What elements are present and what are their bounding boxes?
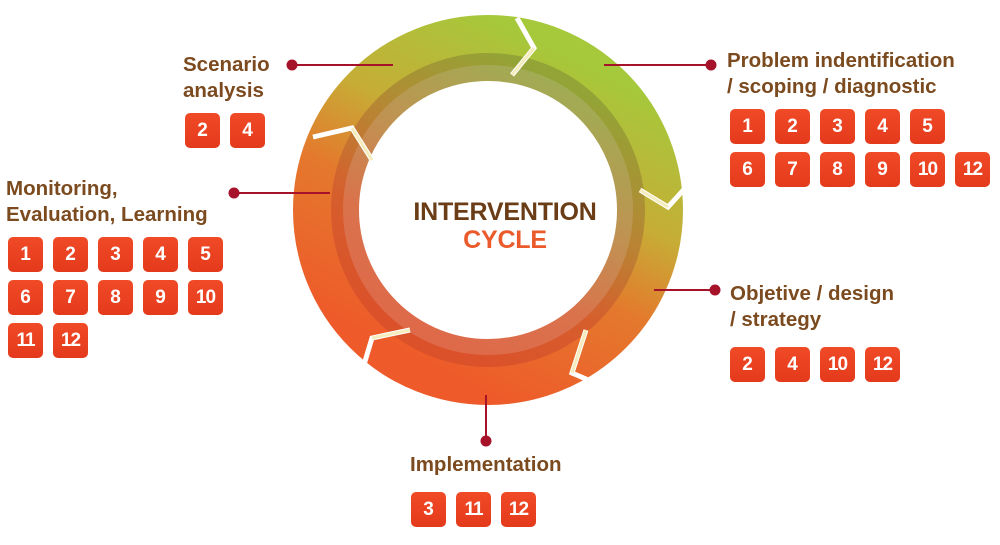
cycle-title: INTERVENTION CYCLE — [360, 198, 650, 254]
stage-scenario-label: Scenario analysis — [183, 52, 270, 104]
badge: 6 — [730, 151, 765, 187]
badge: 5 — [188, 236, 223, 272]
badge: 2 — [185, 112, 220, 148]
connector-dot-monitoring — [228, 187, 240, 199]
badge: 7 — [775, 151, 810, 187]
badge: 12 — [865, 346, 900, 382]
stage-objective-label: Objetive / design / strategy — [730, 281, 894, 333]
badge: 7 — [53, 279, 88, 315]
stage-label-line: analysis — [183, 78, 264, 102]
stage-label-line: Evaluation, Learning — [6, 202, 208, 226]
stage-label-line: / scoping / diagnostic — [727, 74, 937, 98]
stage-implementation-label: Implementation — [410, 452, 562, 478]
stage-scenario-badges: 2 4 — [183, 112, 270, 148]
badge: 4 — [230, 112, 265, 148]
outer-ring — [293, 15, 683, 405]
stage-objective-badges: 2 4 10 12 — [730, 346, 900, 382]
stage-label-line: Implementation — [410, 453, 562, 476]
cycle-title-line2: CYCLE — [463, 226, 547, 254]
stage-label-line: / strategy — [730, 307, 822, 331]
badge: 3 — [98, 236, 133, 272]
stage-problem: Problem indentification / scoping / diag… — [727, 48, 990, 187]
badge: 5 — [910, 108, 945, 144]
center-disc — [360, 82, 616, 338]
badge: 10 — [820, 346, 855, 382]
cycle-title-line1: INTERVENTION — [413, 198, 597, 226]
badge: 1 — [730, 108, 765, 144]
stage-problem-badges: 1 2 3 4 5 6 7 8 9 10 12 — [727, 108, 990, 187]
badge: 4 — [865, 108, 900, 144]
stage-label-line: Monitoring, — [6, 177, 118, 200]
badge: 9 — [865, 151, 900, 187]
stage-monitoring: Monitoring, Evaluation, Learning 1 2 3 4… — [6, 176, 223, 359]
badge: 12 — [955, 151, 990, 187]
connector-dot-implementation — [480, 435, 492, 447]
badge: 9 — [143, 279, 178, 315]
connector-dot-objective — [709, 284, 721, 296]
badge: 12 — [53, 322, 88, 358]
badge: 2 — [53, 236, 88, 272]
stage-monitoring-badges: 1 2 3 4 5 6 7 8 9 10 11 12 — [6, 236, 223, 359]
badge: 2 — [730, 346, 765, 382]
connector-dot-problem — [705, 59, 717, 71]
badge: 12 — [501, 491, 536, 527]
stage-problem-label: Problem indentification / scoping / diag… — [727, 48, 955, 100]
badge: 3 — [411, 491, 446, 527]
badge: 4 — [143, 236, 178, 272]
connector-dot-scenario — [286, 59, 298, 71]
stage-label-line: Problem indentification — [727, 49, 955, 72]
badge: 8 — [820, 151, 855, 187]
badge: 11 — [8, 322, 43, 358]
badge: 4 — [775, 346, 810, 382]
stage-label-line: Scenario — [183, 53, 270, 76]
badge: 1 — [8, 236, 43, 272]
badge: 11 — [456, 491, 491, 527]
stage-objective: Objetive / design / strategy 2 4 10 12 — [730, 281, 900, 382]
badge: 3 — [820, 108, 855, 144]
stage-implementation: Implementation 3 11 12 — [410, 452, 562, 527]
badge: 10 — [910, 151, 945, 187]
stage-implementation-badges: 3 11 12 — [410, 491, 562, 527]
badge: 6 — [8, 279, 43, 315]
stage-scenario: Scenario analysis 2 4 — [183, 52, 270, 148]
stage-monitoring-label: Monitoring, Evaluation, Learning — [6, 176, 208, 228]
badge: 8 — [98, 279, 133, 315]
stage-label-line: Objetive / design — [730, 282, 895, 305]
inner-band — [331, 53, 645, 367]
badge: 10 — [188, 279, 223, 315]
badge: 2 — [775, 108, 810, 144]
